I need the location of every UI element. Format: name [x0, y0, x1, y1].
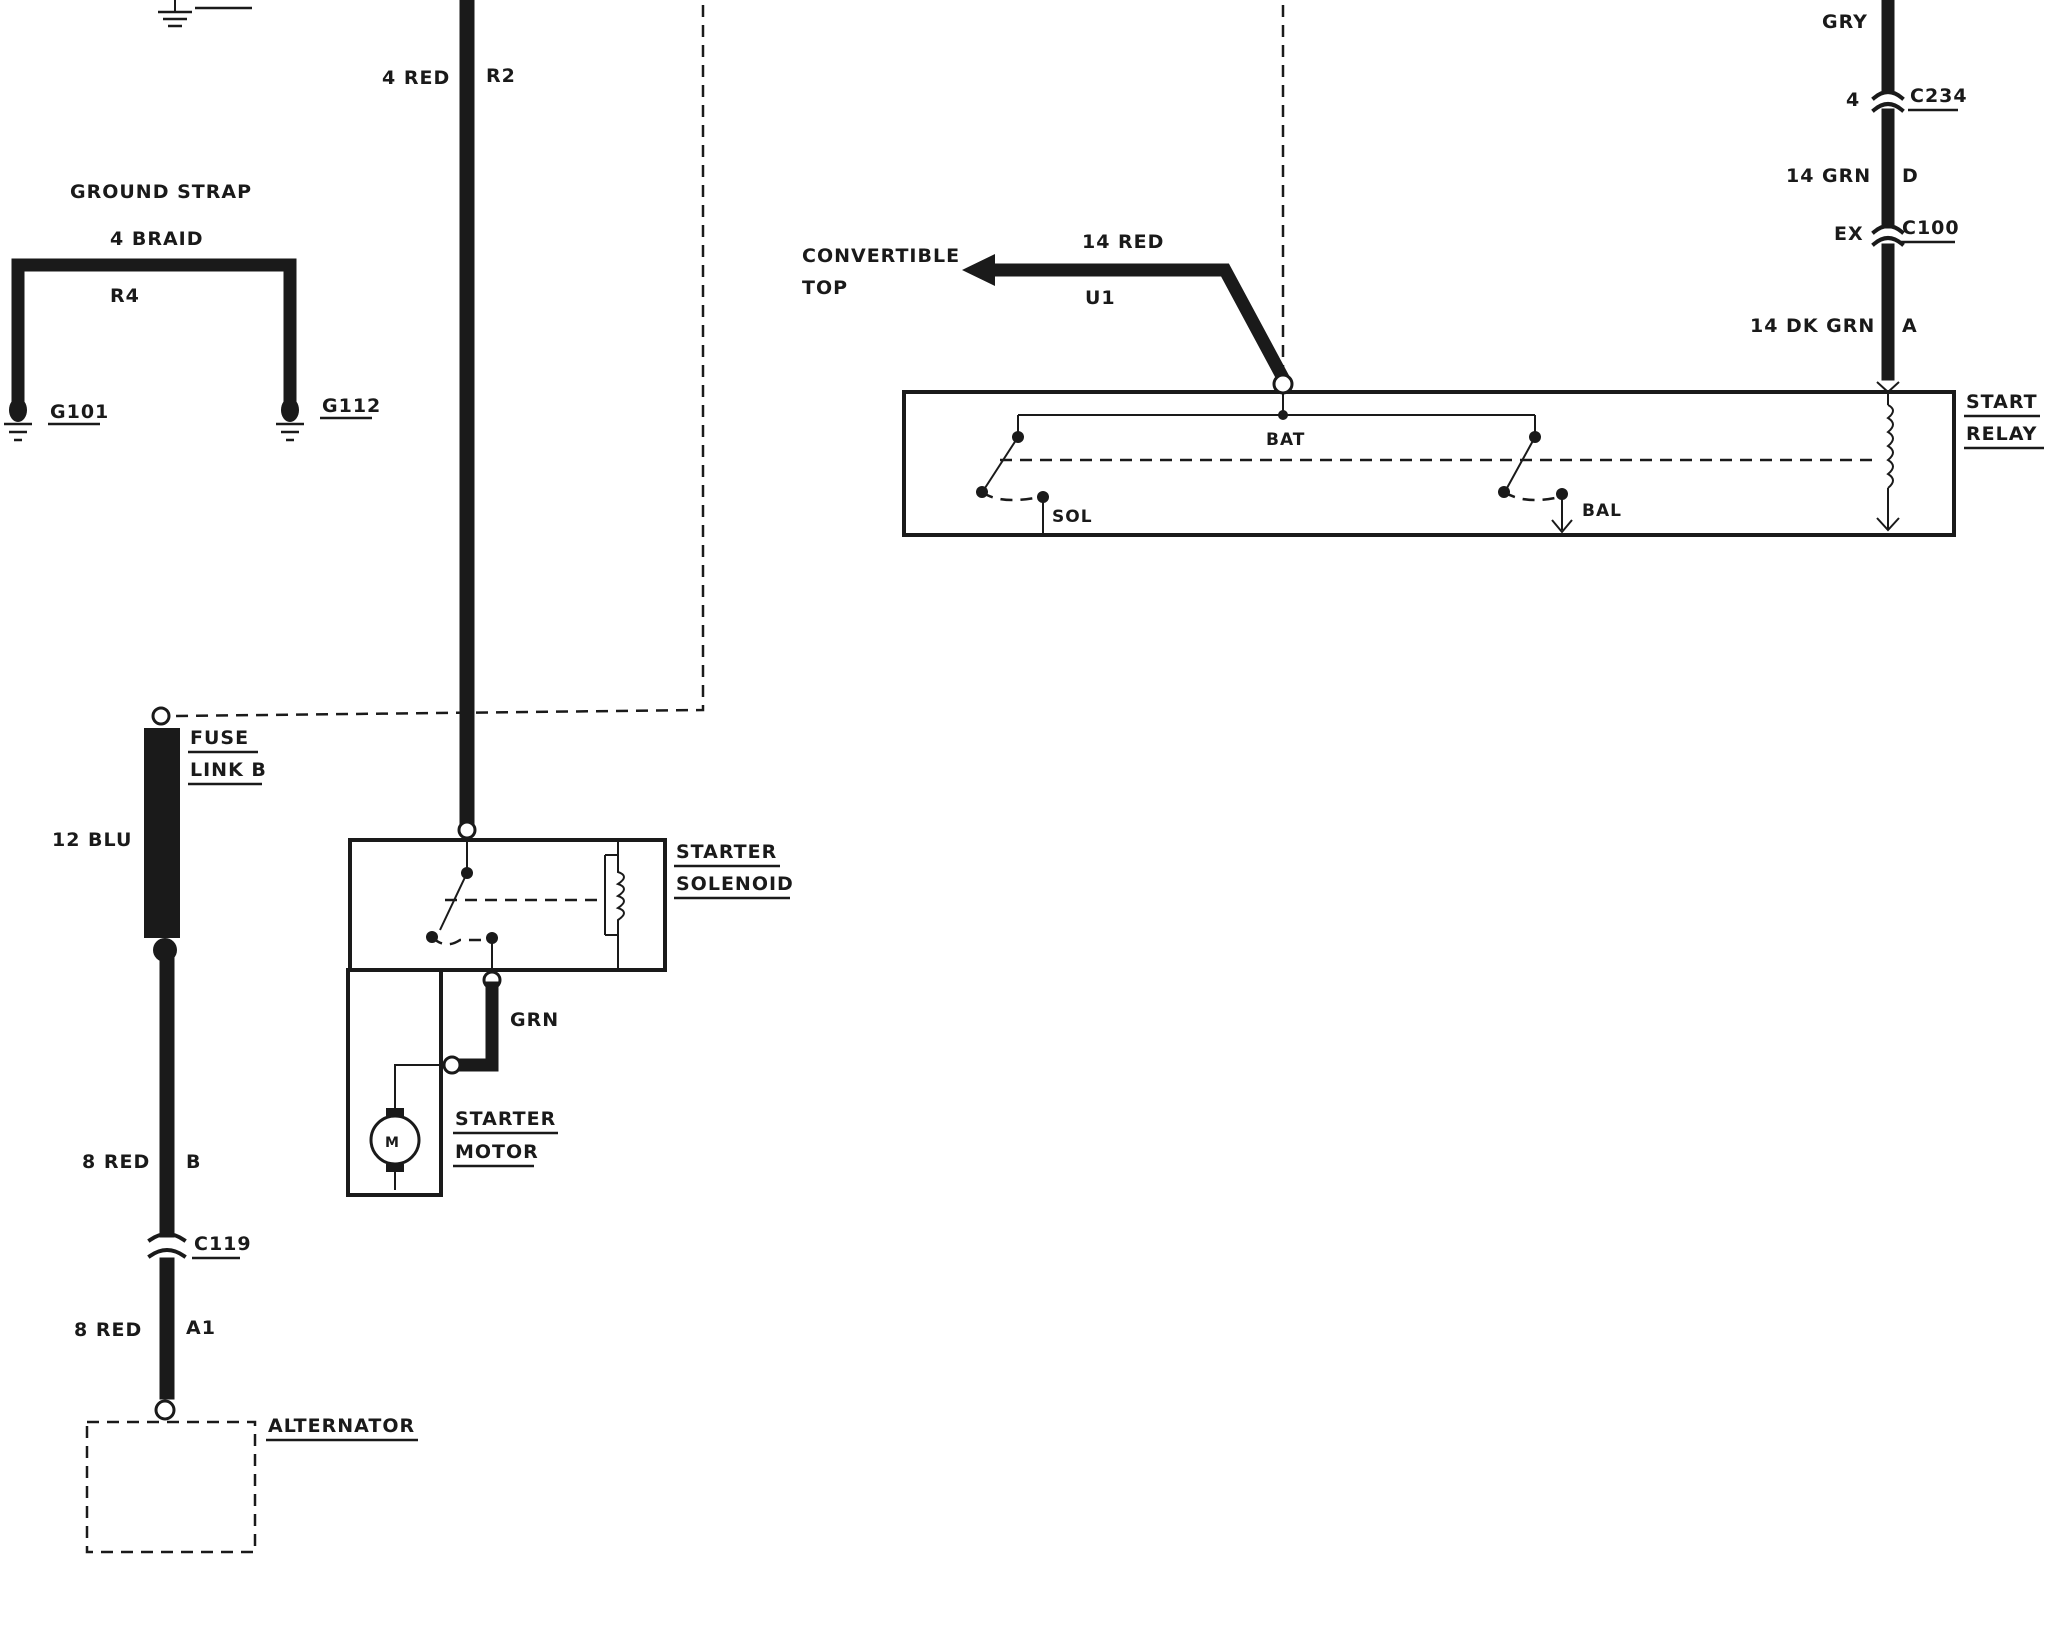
- convertible-top-label-line1: CONVERTIBLE: [802, 245, 960, 267]
- dkgrn14-wire-label: 14 DK GRN: [1750, 315, 1875, 337]
- wire-14-red-u1: [983, 263, 1292, 387]
- start-relay: BAT SOL BAL START RELAY: [902, 373, 2044, 537]
- c100-label: C100: [1902, 217, 1960, 239]
- starter-motor: M GRN STARTER MOTOR: [346, 968, 559, 1197]
- starter-motor-box: [346, 968, 443, 1197]
- fuse-link-label-line1: FUSE: [190, 727, 249, 749]
- starter-solenoid-box: [348, 838, 667, 972]
- blu12-wire-label: 12 BLU: [52, 829, 132, 851]
- fuse-link-label-line2: LINK B: [190, 759, 267, 781]
- red8-b-circuit-label: B: [186, 1151, 201, 1173]
- g112-lug: [281, 398, 299, 422]
- g101-label: G101: [50, 401, 109, 423]
- dashed-connection-fuse-link: [174, 5, 705, 718]
- braid-wire-label: 4 BRAID: [110, 228, 204, 250]
- bat-terminal-label: BAT: [1266, 430, 1305, 450]
- motor-symbol-label: M: [385, 1135, 400, 1151]
- alternator: ALTERNATOR: [85, 1399, 418, 1554]
- red8-a1-wire-label: 8 RED: [74, 1319, 142, 1341]
- starter-solenoid: STARTER SOLENOID: [348, 820, 794, 972]
- ignition-start-wire: GRY 4 C234 14 GRN D EX C100 14 DK GRN A: [1750, 0, 1968, 381]
- g112-label: G112: [322, 395, 381, 417]
- alternator-terminal: [154, 1399, 176, 1421]
- ground-strap-label: GROUND STRAP: [70, 181, 252, 203]
- ground-strap: GROUND STRAP 4 BRAID R4 G101 G112: [4, 181, 381, 442]
- gry-wire-label: GRY: [1822, 11, 1868, 33]
- convertible-top-feed: CONVERTIBLE TOP 14 RED U1: [802, 5, 1292, 387]
- sol-terminal-label: SOL: [1052, 507, 1093, 527]
- dkgrn14-circuit-label: A: [1902, 315, 1918, 337]
- g101-ground-symbol: [4, 422, 32, 442]
- red8-b-wire-label: 8 RED: [82, 1151, 150, 1173]
- c234-pin-label: 4: [1846, 89, 1860, 111]
- starter-motor-label-line2: MOTOR: [455, 1141, 539, 1163]
- red14-circuit-label: U1: [1085, 287, 1116, 309]
- relay-bat-terminal: [1272, 373, 1294, 395]
- wire-8-red: 8 RED B C119 8 RED A1: [74, 952, 252, 1400]
- motor-field-terminal: [442, 1055, 462, 1075]
- braid-circuit-label: R4: [110, 285, 140, 307]
- ground-strap-wire: [11, 258, 297, 407]
- red14-wire-label: 14 RED: [1082, 231, 1164, 253]
- alternator-label: ALTERNATOR: [268, 1415, 415, 1437]
- convertible-top-label-line2: TOP: [802, 277, 848, 299]
- start-relay-label-line1: START: [1966, 391, 2038, 413]
- battery-cable-4-red: 4 RED R2: [382, 0, 516, 830]
- red4-circuit-label: R2: [486, 65, 516, 87]
- alternator-box: [85, 1420, 257, 1554]
- start-relay-box: [902, 390, 1956, 537]
- fuse-link-body: [144, 728, 180, 938]
- grn-wire: [451, 981, 499, 1072]
- c100-connector-symbol: [1871, 224, 1905, 247]
- grn14-circuit-label: D: [1902, 165, 1919, 187]
- starter-solenoid-label-line1: STARTER: [676, 841, 777, 863]
- g112-ground-symbol: [276, 422, 304, 442]
- convertible-top-arrow: [962, 254, 995, 286]
- start-relay-label-line2: RELAY: [1966, 423, 2037, 445]
- c119-connector-symbol: [147, 1232, 187, 1259]
- top-ground-symbol: [158, 0, 252, 28]
- bal-terminal-label: BAL: [1582, 501, 1622, 521]
- starter-motor-label-line1: STARTER: [455, 1108, 556, 1130]
- g101-lug: [9, 398, 27, 422]
- red8-a1-circuit-label: A1: [186, 1317, 216, 1339]
- fuse-link-b: FUSE LINK B 12 BLU: [52, 706, 267, 962]
- starter-solenoid-label-line2: SOLENOID: [676, 873, 794, 895]
- solenoid-bat-terminal: [457, 820, 477, 840]
- grn14-wire-label: 14 GRN: [1786, 165, 1871, 187]
- c234-connector-symbol: [1871, 90, 1905, 113]
- c100-pin-label: EX: [1834, 223, 1864, 245]
- grn-wire-label: GRN: [510, 1009, 559, 1031]
- c119-label: C119: [194, 1233, 252, 1255]
- c234-label: C234: [1910, 85, 1968, 107]
- fuse-link-top-terminal: [151, 706, 171, 726]
- red4-wire-label: 4 RED: [382, 67, 450, 89]
